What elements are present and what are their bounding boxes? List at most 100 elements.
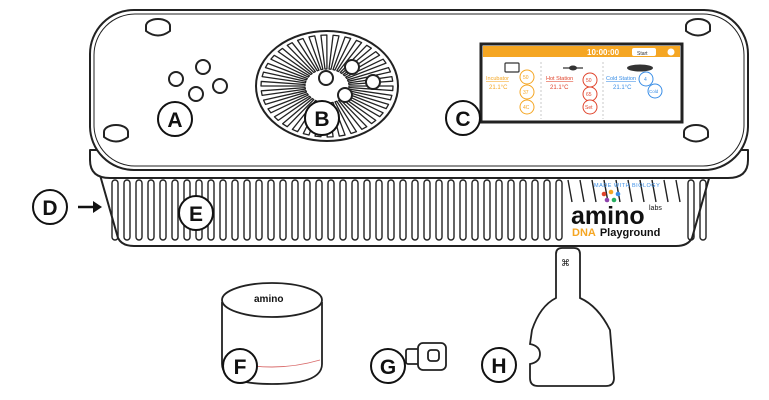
fin <box>267 179 275 241</box>
fan-grill <box>255 30 399 142</box>
callout-a: A <box>157 101 193 137</box>
fin <box>531 179 539 241</box>
callout-g: G <box>370 348 406 384</box>
fan-slot <box>267 92 309 114</box>
fin <box>615 179 621 203</box>
svg-text:G: G <box>380 356 396 379</box>
fan-slot <box>261 71 307 84</box>
corner-screws <box>103 18 711 143</box>
fin <box>459 179 467 241</box>
device <box>89 9 749 247</box>
col1-temp: 21.1°C <box>489 85 508 91</box>
fin <box>123 179 131 241</box>
fin <box>171 179 179 241</box>
svg-text:E: E <box>189 203 203 226</box>
col3-badges: 4 Cold <box>638 71 663 99</box>
screen-start-button[interactable] <box>632 48 656 56</box>
col1-badges: 50 37 4C <box>519 69 535 115</box>
screen-settings-icon[interactable] <box>667 48 675 56</box>
brand-product-dna: DNA <box>572 227 596 239</box>
fin <box>507 179 515 241</box>
callout-d: D <box>32 189 68 225</box>
brand-suffix: labs <box>649 205 662 212</box>
svg-text:H: H <box>491 355 506 378</box>
fin <box>111 179 119 241</box>
col2-temp: 21.1°C <box>550 85 569 91</box>
fin <box>435 179 443 241</box>
callout-f: F <box>222 348 258 384</box>
fan-slot <box>296 37 320 72</box>
fin <box>315 179 323 241</box>
svg-text:37: 37 <box>523 90 529 96</box>
svg-text:C: C <box>455 108 470 131</box>
fan-hole-bottom <box>337 87 353 103</box>
svg-text:Cold: Cold <box>649 89 659 94</box>
screen-header-bar <box>483 46 680 57</box>
screen-time: 10:00:00 <box>587 48 620 57</box>
brand-product-rest: Playground <box>600 227 661 239</box>
fan-slot <box>334 100 358 135</box>
fin <box>291 179 299 241</box>
fin <box>591 179 597 203</box>
fin <box>327 179 335 241</box>
fin <box>663 179 669 203</box>
paddle-tool: ⌘ <box>528 247 615 387</box>
brand-product: DNA Playground <box>572 227 660 239</box>
fin <box>351 179 359 241</box>
fin <box>483 179 491 241</box>
fan-slot <box>260 80 306 87</box>
fin <box>567 179 573 203</box>
fin <box>399 179 407 241</box>
screen-start-label: Start <box>637 51 648 57</box>
fin <box>555 179 563 241</box>
fin <box>339 179 347 241</box>
fin <box>411 179 419 241</box>
col1-title: Incubator <box>486 76 509 82</box>
brand-tagline: MADE WITH BIOLOGY <box>594 183 660 189</box>
callouts: A B C D E F G H <box>32 100 517 384</box>
callout-e: E <box>178 195 214 231</box>
svg-text:50: 50 <box>586 78 592 84</box>
svg-text:4: 4 <box>644 77 647 83</box>
fin <box>699 179 707 241</box>
fan-slot <box>346 66 392 82</box>
fan-slot <box>308 35 324 71</box>
fin <box>495 179 503 241</box>
paddle-symbol: ⌘ <box>561 259 570 269</box>
lid-logo: amino <box>254 294 283 305</box>
tube-holes <box>168 59 228 102</box>
fin <box>387 179 395 241</box>
cold-station-icon <box>627 64 653 72</box>
svg-text:4C: 4C <box>523 105 530 111</box>
fan-slot <box>328 34 340 70</box>
fin <box>159 179 167 241</box>
callout-c: C <box>445 100 481 136</box>
fin <box>519 179 527 241</box>
fan-slot <box>270 54 311 78</box>
hot-station-icon <box>563 65 583 71</box>
fin <box>147 179 155 241</box>
fin <box>651 179 657 203</box>
col2-badges: 50 65 Set <box>582 72 598 115</box>
usb-key <box>405 342 447 371</box>
fin <box>243 179 251 241</box>
fin <box>231 179 239 241</box>
fin <box>471 179 479 241</box>
fin <box>423 179 431 241</box>
fan-slot <box>273 95 312 122</box>
svg-text:F: F <box>234 356 247 379</box>
col3-temp: 21.1°C <box>613 85 632 91</box>
fan-slot <box>336 39 363 73</box>
fan-slot <box>320 34 328 70</box>
fin <box>675 179 681 203</box>
fan-hole-left <box>318 70 334 86</box>
fin <box>687 179 695 241</box>
callout-b: B <box>304 100 340 136</box>
col3-title: Cold Station <box>606 76 636 82</box>
fin <box>279 179 287 241</box>
fin <box>219 179 227 241</box>
fin <box>375 179 383 241</box>
fan-slot <box>277 47 313 76</box>
brand-dots <box>601 189 621 203</box>
